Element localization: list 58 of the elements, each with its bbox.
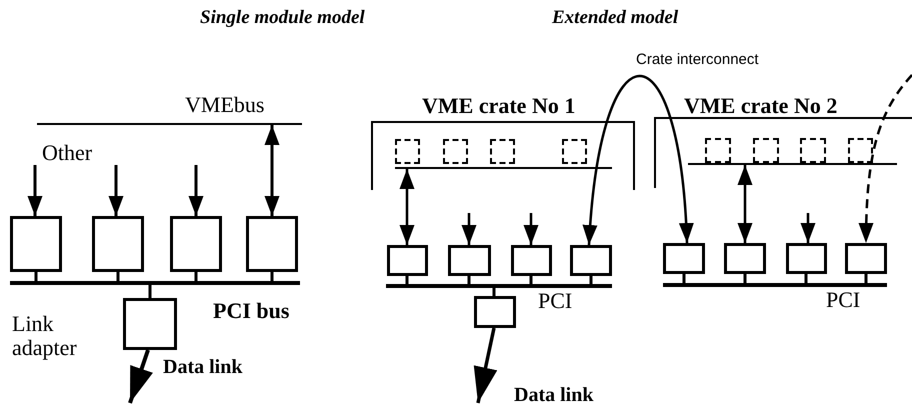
connector-line	[744, 274, 746, 283]
module-box	[92, 216, 144, 272]
arrow	[524, 213, 538, 245]
module-box	[246, 216, 298, 272]
module-box	[511, 245, 552, 276]
module-box	[724, 243, 766, 274]
arrow	[474, 328, 498, 404]
arrow	[188, 165, 204, 216]
connector-line	[804, 274, 808, 283]
double-arrow	[583, 75, 694, 246]
module-box	[448, 245, 491, 276]
connector-line	[194, 272, 198, 281]
arrow	[800, 213, 816, 243]
slot-outline	[443, 139, 468, 164]
adapter-box	[123, 298, 177, 350]
connector-line	[406, 276, 408, 284]
arrow	[108, 165, 124, 216]
connector-line	[270, 272, 274, 281]
double-arrow	[264, 125, 280, 216]
panel-title: Extended model	[552, 8, 678, 27]
connector-line	[148, 285, 152, 298]
connector-line	[34, 272, 38, 281]
arrow	[462, 213, 476, 245]
connector-line	[492, 288, 496, 296]
arrow	[28, 165, 42, 216]
module-box	[663, 243, 705, 274]
panel-title: Single module model	[200, 8, 365, 27]
slot-outline	[562, 139, 587, 164]
connector-line	[682, 274, 686, 283]
connector-line	[468, 276, 470, 284]
module-box	[387, 245, 428, 276]
dashed-arrow	[858, 74, 912, 244]
bus-label: VMEbus	[185, 94, 264, 116]
connector-line	[590, 276, 592, 284]
module-box	[474, 296, 516, 328]
bus-label: PCI	[538, 290, 572, 312]
bus-label: PCI bus	[213, 300, 290, 322]
slot-outline	[490, 139, 515, 164]
bus-line	[395, 167, 612, 169]
crate-heading: VME crate No 2	[684, 95, 838, 117]
bus-label: PCI	[826, 289, 860, 311]
connector-line	[864, 274, 868, 283]
connector-line	[116, 272, 120, 281]
module-box	[10, 216, 62, 272]
box-caption: Link adapter	[12, 312, 78, 360]
module-box	[170, 216, 222, 272]
module-box	[845, 243, 887, 274]
module-box	[786, 243, 827, 274]
input-label: Other	[42, 142, 92, 164]
edge-label: Crate interconnect	[636, 52, 759, 67]
crate-heading: VME crate No 1	[422, 95, 576, 117]
double-arrow	[738, 165, 752, 243]
bus-line	[688, 163, 897, 165]
module-box	[570, 245, 612, 276]
double-arrow	[400, 169, 414, 245]
slot-outline	[395, 139, 420, 164]
connector-line	[530, 276, 532, 284]
arrow	[128, 349, 153, 404]
